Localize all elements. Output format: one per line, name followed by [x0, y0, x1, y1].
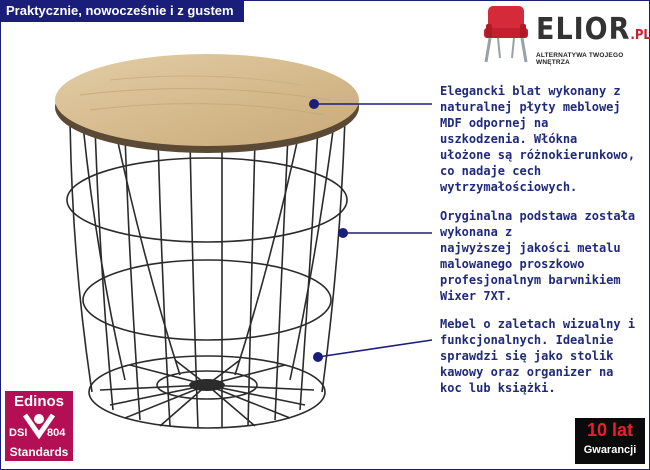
page-title: Praktycznie, nowocześnie i z gustem [0, 0, 244, 22]
callout-base: Oryginalna podstawa została wykonana z n… [440, 209, 636, 303]
logo-wordmark: ELIOR.PL [536, 12, 650, 47]
warranty-years: 10 lat [586, 420, 634, 440]
logo-domain: .PL [630, 28, 650, 43]
edinos-dsi: DSI [9, 427, 28, 439]
edinos-check-icon [22, 413, 56, 440]
elior-logo[interactable]: ELIOR.PL ALTERNATYWA TWOJEGO WNĘTRZA [478, 4, 650, 66]
callout-tabletop: Elegancki blat wykonany z naturalnej pły… [440, 84, 636, 194]
edinos-standards: Standards [9, 445, 69, 459]
wooden-tabletop [55, 54, 359, 153]
logo-brand: ELIOR [536, 12, 631, 47]
chair-icon [484, 6, 528, 63]
logo-tagline: ALTERNATYWA TWOJEGO WNĘTRZA [536, 52, 624, 66]
warranty-label: Gwarancji [583, 444, 637, 456]
basket-center-plate [189, 379, 225, 391]
callout-lines [314, 103, 433, 358]
edinos-badge: Edinos DSI 804 Standards [5, 391, 73, 461]
callout-function: Mebel o zaletach wizualny i funkcjonalny… [440, 317, 636, 395]
wire-basket [66, 104, 348, 429]
edinos-title: Edinos [13, 393, 64, 410]
warranty-badge: 10 lat Gwarancji [575, 418, 645, 464]
edinos-number: 804 [47, 427, 66, 439]
callout-dots [309, 99, 348, 362]
